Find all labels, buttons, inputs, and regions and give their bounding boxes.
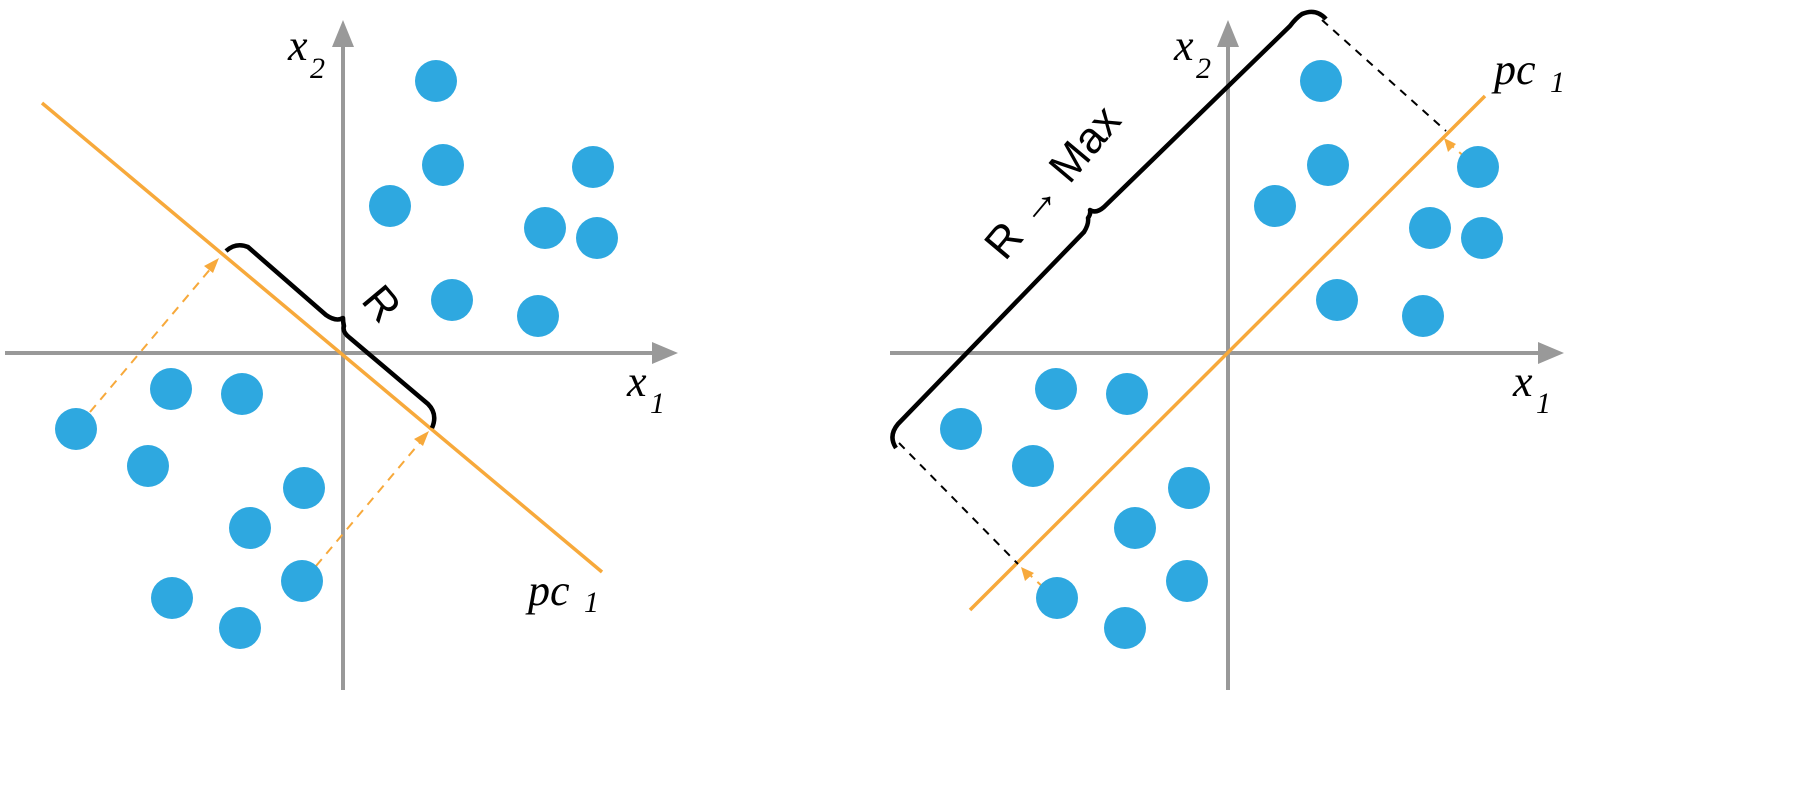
data-point: [576, 217, 618, 259]
data-point: [1012, 445, 1054, 487]
data-point: [369, 185, 411, 227]
data-point: [1402, 295, 1444, 337]
data-point: [1461, 217, 1503, 259]
extent-guide-top: [1321, 19, 1447, 132]
data-point: [1316, 279, 1358, 321]
x2-axis-label: x: [1173, 21, 1194, 70]
data-points-left: [55, 60, 618, 649]
projection-arrowhead: [1021, 567, 1034, 581]
projection-line: [315, 439, 423, 567]
x1-axis-arrowhead: [652, 342, 678, 364]
data-point: [55, 408, 97, 450]
projection-arrowhead: [1444, 138, 1456, 152]
x2-axis-label-subscript: 2: [310, 52, 325, 85]
panel-left: x 2 x 1 pc 1 R: [5, 20, 678, 690]
data-point: [151, 577, 193, 619]
data-point: [517, 295, 559, 337]
projection-arrowhead: [204, 258, 219, 273]
x2-axis-arrowhead: [332, 20, 354, 47]
brace-R-max: [890, 9, 1328, 450]
data-point: [431, 279, 473, 321]
data-point: [219, 607, 261, 649]
data-point: [1168, 467, 1210, 509]
data-point: [422, 144, 464, 186]
brace-label-R-max: R → Max: [975, 96, 1130, 268]
data-point: [1307, 144, 1349, 186]
data-point: [127, 445, 169, 487]
pc1-line: [968, 94, 1487, 612]
data-point: [415, 60, 457, 102]
data-point: [281, 560, 323, 602]
x1-axis-label: x: [1512, 357, 1533, 406]
data-points-right: [940, 60, 1503, 649]
data-point: [1166, 560, 1208, 602]
data-point: [524, 207, 566, 249]
data-point: [1409, 207, 1451, 249]
pc1-label-subscript: 1: [1550, 66, 1565, 99]
brace-R: [224, 242, 437, 429]
brace-label-R: R: [352, 276, 410, 332]
x1-axis-arrowhead: [1538, 342, 1564, 364]
data-point: [1254, 185, 1296, 227]
data-point: [1106, 373, 1148, 415]
data-point: [1104, 607, 1146, 649]
x2-axis-label: x: [287, 21, 308, 70]
projection-arrowhead: [414, 431, 429, 446]
x1-axis-label-subscript: 1: [650, 387, 665, 420]
pc1-label-subscript: 1: [584, 586, 599, 619]
data-point: [1035, 368, 1077, 410]
x2-axis-arrowhead: [1217, 20, 1239, 47]
data-point: [1300, 60, 1342, 102]
data-point: [221, 373, 263, 415]
data-point: [1457, 146, 1499, 188]
pc1-label: pc: [525, 566, 570, 615]
data-point: [1114, 507, 1156, 549]
data-point: [940, 408, 982, 450]
extent-guide-bottom: [898, 442, 1019, 565]
pc1-label: pc: [1491, 45, 1536, 94]
data-point: [572, 146, 614, 188]
data-point: [229, 507, 271, 549]
x1-axis-label-subscript: 1: [1536, 387, 1551, 420]
data-point: [283, 467, 325, 509]
pc1-line: [40, 101, 604, 574]
x2-axis-label-subscript: 2: [1196, 52, 1211, 85]
data-point: [1036, 577, 1078, 619]
x1-axis-label: x: [626, 357, 647, 406]
data-point: [150, 368, 192, 410]
panel-right: x 2 x 1 pc 1 R → Max: [890, 9, 1565, 690]
